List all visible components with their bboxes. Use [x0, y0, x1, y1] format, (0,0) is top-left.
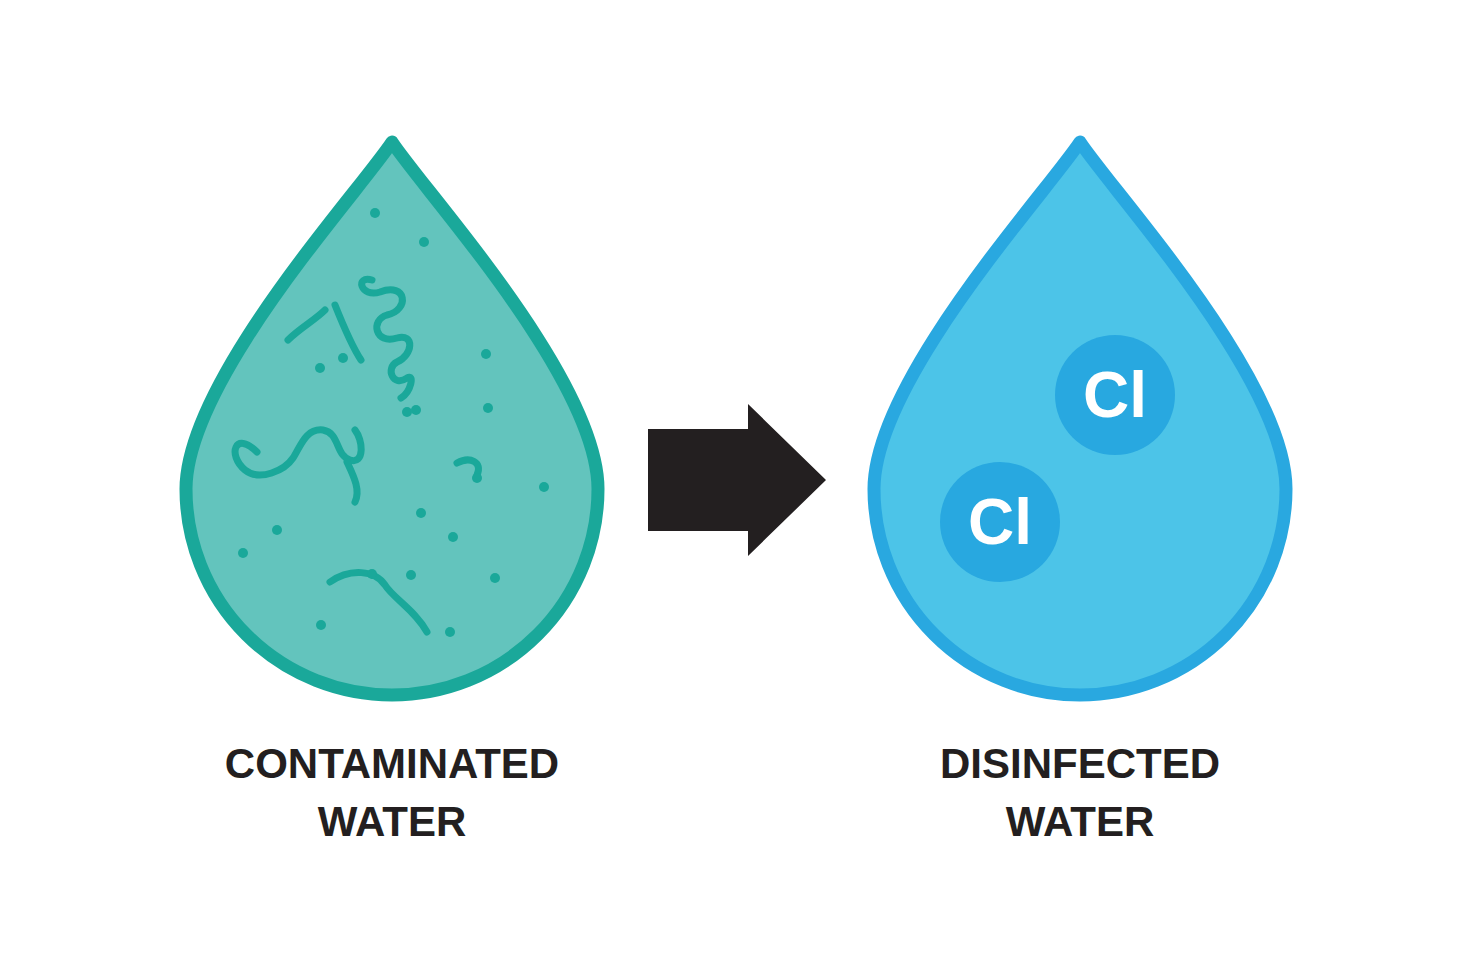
- element-symbol: Cl: [968, 490, 1032, 554]
- chlorine-atom: Cl: [1055, 335, 1175, 455]
- drop-shape: [175, 130, 610, 710]
- drop-label: DISINFECTED WATER: [880, 735, 1280, 851]
- chlorine-atom: Cl: [940, 462, 1060, 582]
- water-drop: CONTAMINATED WATER: [175, 130, 610, 870]
- element-symbol: Cl: [1083, 363, 1147, 427]
- contaminants: [235, 208, 549, 637]
- process-arrow: [648, 404, 826, 556]
- water-drop: DISINFECTED WATERClCl: [863, 130, 1298, 870]
- drop-label: CONTAMINATED WATER: [192, 735, 592, 851]
